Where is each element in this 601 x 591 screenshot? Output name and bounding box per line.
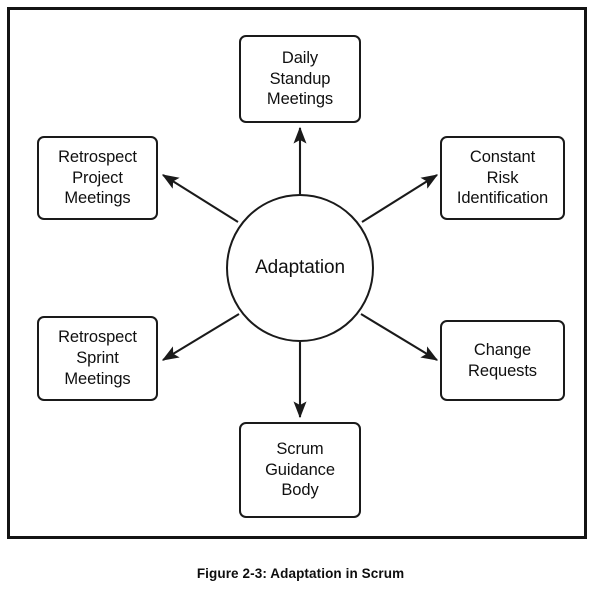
node-daily-standup-meetings[interactable]: Daily Standup Meetings bbox=[239, 35, 361, 123]
node-scrum-guidance-body[interactable]: Scrum Guidance Body bbox=[239, 422, 361, 518]
node-retrospect-project-meetings[interactable]: Retrospect Project Meetings bbox=[37, 136, 158, 220]
figure-caption: Figure 2-3: Adaptation in Scrum bbox=[196, 566, 405, 581]
node-retrospect-sprint-meetings[interactable]: Retrospect Sprint Meetings bbox=[37, 316, 158, 401]
node-change-requests[interactable]: Change Requests bbox=[440, 320, 565, 401]
node-adaptation-center[interactable]: Adaptation bbox=[226, 194, 374, 342]
node-constant-risk-identification[interactable]: Constant Risk Identification bbox=[440, 136, 565, 220]
